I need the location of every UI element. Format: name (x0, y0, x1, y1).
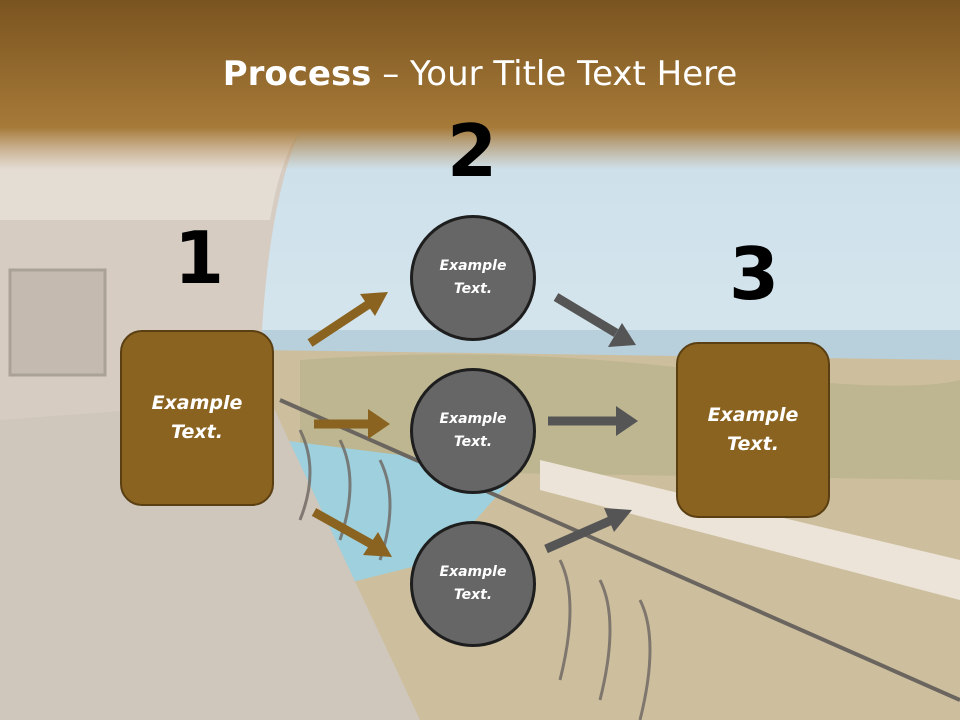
step-number-2: 2 (446, 109, 498, 193)
circle-middle-text: Example Text. (439, 411, 507, 450)
arrow-1-to-middle-circle (314, 409, 390, 439)
arrow-1-to-top-circle (307, 292, 388, 347)
step-number-1: 1 (173, 216, 225, 300)
circle-top: Example Text. (410, 215, 536, 341)
circle-bottom: Example Text. (410, 521, 536, 647)
title-bold-word: Process (222, 54, 372, 94)
step-number-3: 3 (728, 232, 780, 316)
title-rest: – Your Title Text Here (371, 54, 738, 94)
step-box-1-text: Example Text. (151, 392, 243, 443)
step-box-3-text: Example Text. (707, 404, 799, 455)
arrow-top-circle-to-3 (553, 293, 636, 347)
arrow-middle-circle-to-3 (548, 406, 638, 436)
step-box-3: Example Text. (676, 342, 830, 518)
arrow-bottom-circle-to-3 (544, 508, 632, 554)
circle-middle: Example Text. (410, 368, 536, 494)
circle-top-text: Example Text. (439, 258, 507, 297)
slide-title: Process – Your Title Text Here (0, 52, 960, 96)
step-box-1: Example Text. (120, 330, 274, 506)
circle-bottom-text: Example Text. (439, 564, 507, 603)
arrow-1-to-bottom-circle (311, 508, 392, 557)
